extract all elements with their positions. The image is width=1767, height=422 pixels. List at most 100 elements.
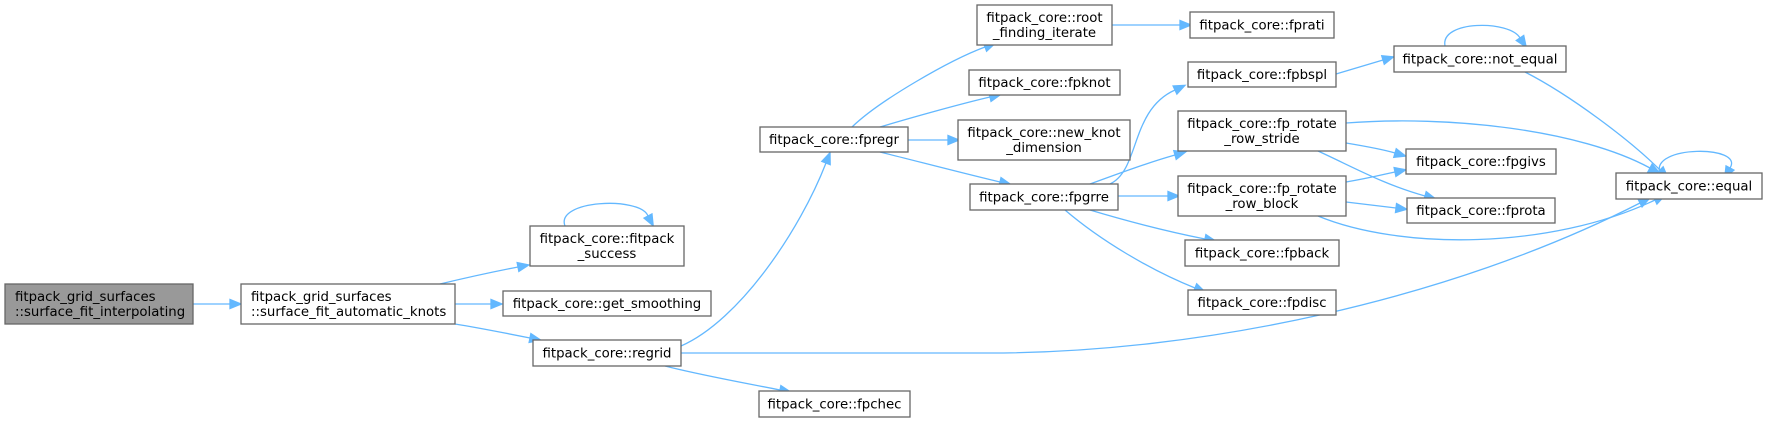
edge-fp_rotate_row_stride-to-fpgivs bbox=[1345, 142, 1408, 159]
node-label: fitpack_core::fpregr bbox=[769, 133, 900, 148]
node-surface-fit-interpolating[interactable]: fitpack_grid_surfaces::surface_fit_inter… bbox=[4, 283, 194, 325]
node-fitpack-success[interactable]: fitpack_core::fitpack_success bbox=[529, 225, 685, 267]
node-equal[interactable]: fitpack_core::equal bbox=[1615, 172, 1763, 200]
edge-fpgrre-to-fp_rotate_row_block bbox=[1118, 190, 1181, 202]
node-label: _row_block bbox=[1225, 197, 1299, 212]
edge-line bbox=[439, 266, 519, 285]
edge-line bbox=[681, 202, 1641, 354]
edge-line bbox=[1658, 150, 1733, 174]
node-box bbox=[758, 390, 911, 418]
node-box bbox=[1405, 148, 1557, 175]
node-fpbspl[interactable]: fitpack_core::fpbspl bbox=[1187, 61, 1337, 88]
arrowhead-icon bbox=[1393, 166, 1408, 178]
node-label: fitpack_core::fitpack bbox=[540, 232, 675, 247]
node-label: _success bbox=[577, 247, 637, 262]
node-fpgivs[interactable]: fitpack_core::fpgivs bbox=[1405, 148, 1557, 175]
node-box bbox=[1189, 11, 1335, 39]
node-fpchec[interactable]: fitpack_core::fpchec bbox=[758, 390, 911, 418]
arrowhead-icon bbox=[1172, 149, 1188, 161]
node-fpgrre[interactable]: fitpack_core::fpgrre bbox=[969, 183, 1119, 211]
node-label: fitpack_core::fprati bbox=[1199, 19, 1324, 34]
node-box bbox=[4, 283, 194, 325]
node-label: fitpack_core::fpchec bbox=[768, 398, 902, 413]
edge-fp_rotate_row_block-to-fprota bbox=[1345, 201, 1409, 214]
edge-line bbox=[1089, 209, 1206, 240]
node-box bbox=[532, 339, 682, 367]
arrowhead-icon bbox=[1167, 190, 1181, 202]
edge-regrid-to-equal bbox=[681, 197, 1652, 354]
node-box bbox=[1177, 110, 1347, 152]
node-fprota[interactable]: fitpack_core::fprota bbox=[1406, 197, 1556, 224]
edge-fpbspl-to-not_equal bbox=[1335, 54, 1396, 75]
node-label: fitpack_core::root bbox=[986, 11, 1102, 26]
arrowhead-icon bbox=[229, 298, 243, 310]
edge-line bbox=[1524, 71, 1661, 171]
arrowhead-icon bbox=[1380, 54, 1396, 66]
node-label: fitpack_core::fpback bbox=[1195, 247, 1330, 262]
node-label: fitpack_core::not_equal bbox=[1403, 53, 1558, 68]
node-box bbox=[240, 283, 456, 325]
node-not-equal[interactable]: fitpack_core::not_equal bbox=[1393, 45, 1567, 73]
arrowhead-icon bbox=[1392, 147, 1408, 159]
node-box bbox=[1187, 61, 1337, 88]
edge-surface_fit_automatic_knots-to-fitpack_success bbox=[439, 261, 531, 285]
edge-line bbox=[879, 96, 991, 128]
edge-regrid-to-fpchec bbox=[664, 365, 793, 396]
edge-line bbox=[851, 46, 986, 128]
nodes-layer: fitpack_grid_surfaces::surface_fit_inter… bbox=[4, 4, 1763, 418]
node-label: fitpack_core::regrid bbox=[543, 347, 672, 362]
node-box bbox=[976, 4, 1113, 46]
node-label: fitpack_core::fp_rotate bbox=[1187, 182, 1336, 197]
node-fp-rotate-row-stride[interactable]: fitpack_core::fp_rotate_row_stride bbox=[1177, 110, 1347, 152]
node-label: fitpack_core::fpbspl bbox=[1197, 68, 1327, 83]
arrowhead-icon bbox=[1172, 84, 1187, 96]
edge-line bbox=[454, 323, 531, 339]
node-box bbox=[1406, 197, 1556, 224]
edge-line bbox=[879, 151, 1001, 183]
edge-line bbox=[1317, 199, 1656, 241]
node-label: fitpack_core::fpdisc bbox=[1197, 296, 1326, 311]
node-box bbox=[968, 69, 1121, 96]
node-fpdisc[interactable]: fitpack_core::fpdisc bbox=[1187, 289, 1337, 316]
arrowhead-icon bbox=[642, 212, 654, 228]
edge-regrid-to-fpregr bbox=[680, 151, 831, 347]
edge-fpgrre-to-fpbspl bbox=[1109, 84, 1187, 185]
edge-line bbox=[1089, 154, 1176, 185]
node-fpknot[interactable]: fitpack_core::fpknot bbox=[968, 69, 1121, 96]
node-label: fitpack_core::equal bbox=[1626, 180, 1753, 195]
edge-line bbox=[1064, 209, 1196, 289]
node-label: fitpack_core::fp_rotate bbox=[1187, 117, 1336, 132]
edge-line bbox=[1444, 24, 1521, 47]
node-fp-rotate-row-block[interactable]: fitpack_core::fp_rotate_row_block bbox=[1177, 175, 1347, 217]
node-fpregr[interactable]: fitpack_core::fpregr bbox=[759, 126, 909, 153]
node-box bbox=[1393, 45, 1567, 73]
edge-line bbox=[1317, 150, 1426, 197]
arrowhead-icon bbox=[820, 151, 831, 166]
node-fpback[interactable]: fitpack_core::fpback bbox=[1184, 239, 1340, 267]
node-get-smoothing[interactable]: fitpack_core::get_smoothing bbox=[502, 290, 712, 317]
edge-not_equal-to-not_equal bbox=[1444, 24, 1528, 49]
arrowhead-icon bbox=[1179, 19, 1193, 31]
node-box bbox=[759, 126, 909, 153]
edges-layer bbox=[193, 19, 1736, 396]
edge-line bbox=[1345, 142, 1396, 154]
edge-line bbox=[1345, 120, 1651, 169]
arrowhead-icon bbox=[1394, 202, 1409, 214]
node-surface-fit-automatic-knots[interactable]: fitpack_grid_surfaces::surface_fit_autom… bbox=[240, 283, 456, 325]
arrowhead-icon bbox=[947, 134, 961, 146]
edge-fitpack_success-to-fitpack_success bbox=[563, 202, 654, 228]
node-new-knot-dimension[interactable]: fitpack_core::new_knot_dimension bbox=[957, 119, 1131, 161]
node-box bbox=[957, 119, 1131, 161]
edge-root_finding_iterate-to-fprati bbox=[1112, 19, 1193, 31]
edge-surface_fit_automatic_knots-to-get_smoothing bbox=[455, 298, 504, 310]
node-root-finding-iterate[interactable]: fitpack_core::root_finding_iterate bbox=[976, 4, 1113, 46]
node-label: _finding_iterate bbox=[992, 26, 1096, 41]
arrowhead-icon bbox=[490, 298, 504, 310]
node-label: fitpack_core::fprota bbox=[1416, 204, 1545, 219]
node-fprati[interactable]: fitpack_core::fprati bbox=[1189, 11, 1335, 39]
node-box bbox=[529, 225, 685, 267]
node-box bbox=[502, 290, 712, 317]
edge-line bbox=[1345, 201, 1397, 209]
node-regrid[interactable]: fitpack_core::regrid bbox=[532, 339, 682, 367]
